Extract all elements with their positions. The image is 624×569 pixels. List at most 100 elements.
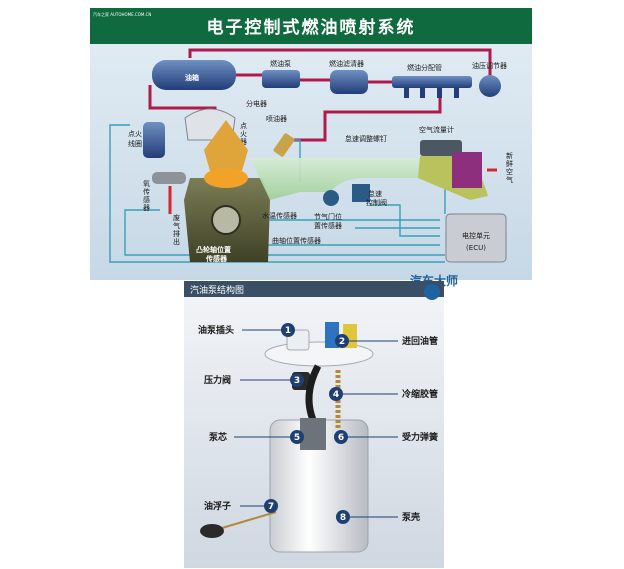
float-arm: [221, 511, 277, 529]
o2-sensor-label-1: 氧: [143, 179, 150, 188]
part-marker-1: [281, 323, 295, 337]
rail-injectors: [404, 88, 459, 98]
injector-label: 喷油器: [266, 114, 287, 123]
o2-sensor-label-2: 传: [143, 187, 150, 196]
ignition-coil-label-2: 线圈: [128, 139, 142, 148]
crank-sensor-label: 曲轴位置传感器: [272, 236, 321, 245]
return-line: [188, 48, 492, 76]
ignition-coil: [143, 122, 165, 158]
site-mark: 汽车之家 AUTOHOME.COM.CN: [93, 11, 151, 17]
throttle-position-sensor: [323, 190, 339, 206]
part-label-2: 进回油管: [402, 335, 438, 347]
air-filter-box: [452, 152, 482, 188]
idle-signal-line: [370, 204, 440, 237]
part-marker-3: [290, 373, 304, 387]
pump-header-bar: [184, 281, 444, 297]
fuel-distributor-rail: [392, 76, 472, 88]
fresh-air-label-1: 新: [506, 151, 513, 160]
exhaust-label-4: 出: [173, 237, 180, 246]
cam-sensor-label-2: 传感器: [205, 254, 228, 263]
cam-sensor-label-1: 凸轮轴位置: [196, 245, 231, 254]
part-marker-5: [290, 430, 304, 444]
o2-sensor-label-4: 器: [143, 204, 150, 212]
exhaust-label-1: 废: [173, 213, 180, 222]
ignition-coil-label-1: 点火: [128, 130, 142, 138]
injector: [273, 133, 295, 157]
part-marker-6: [334, 430, 348, 444]
part-number-5: 5: [294, 433, 300, 443]
part-marker-8: [336, 510, 350, 524]
part-number-3: 3: [294, 376, 300, 386]
exhaust-label-2: 气: [173, 221, 180, 230]
exhaust-manifold: [152, 172, 186, 184]
part-number-7: 7: [268, 502, 274, 512]
throttle-sensor-label-1: 节气门位: [314, 212, 342, 221]
part-label-4: 冷缩胶管: [402, 388, 438, 400]
idle-screw-label: 怠速调整螺钉: [345, 134, 387, 143]
part-label-8: 泵壳: [402, 511, 420, 523]
fuel-tank: [152, 60, 236, 90]
part-number-6: 6: [338, 433, 344, 443]
fuel-pump: [262, 70, 300, 88]
rail-injector: [454, 88, 459, 98]
part-number-4: 4: [333, 390, 339, 400]
brand-logo-icon: [424, 284, 440, 300]
part-labels: 油泵插头 进回油管 压力阀 冷缩胶管 泵芯 受力弹簧 油浮子 泵壳: [198, 324, 438, 523]
idle-valve-label-2: 控制阀: [366, 198, 387, 207]
part-number-1: 1: [285, 326, 291, 336]
fresh-air-label-3: 空: [506, 167, 513, 176]
air-flow-meter: [420, 140, 462, 156]
part-label-6: 受力弹簧: [402, 431, 438, 443]
part-marker-4: [329, 387, 343, 401]
water-temp-sensor-label: 水温传感器: [262, 211, 297, 220]
efi-diagram: 汽车之家 AUTOHOME.COM.CN 电子控制式燃油喷射系统 油箱 燃: [90, 8, 532, 288]
part-marker-7: [264, 499, 278, 513]
fuel-pump-label: 燃油泵: [270, 59, 291, 68]
air-flow-meter-label: 空气流量计: [419, 125, 454, 134]
callout-lines: [234, 329, 398, 518]
part-label-1: 油泵插头: [198, 324, 234, 336]
part-number-8: 8: [340, 513, 346, 523]
o2-sensor-label-3: 感: [143, 195, 150, 204]
exhaust-label-3: 排: [173, 229, 180, 238]
part-marker-2: [335, 334, 349, 348]
distributor-label: 分电器: [246, 99, 267, 108]
idle-valve-label-1: 怠速: [368, 189, 382, 198]
part-number-2: 2: [339, 337, 345, 347]
part-markers: 1 2 3 4 5 6 7 8: [264, 323, 350, 524]
throttle-sensor-label-2: 置传感器: [314, 221, 342, 230]
rail-to-injector-line: [290, 96, 442, 142]
pump-core: [300, 418, 326, 450]
o2-signal-line: [124, 209, 445, 256]
pump-diagram-header: 汽油泵结构图: [190, 284, 244, 296]
fuel-pump-diagram: 汽油泵结构图 1 2 3: [184, 281, 444, 568]
combustion-chamber: [204, 168, 248, 188]
rail-injector: [420, 88, 425, 98]
ecu-unit: [445, 213, 507, 263]
fuel-distributor-label: 燃油分配管: [407, 63, 442, 72]
rail-injector: [437, 88, 442, 98]
rail-injector: [404, 88, 409, 98]
diagram-title: 电子控制式燃油喷射系统: [207, 17, 416, 38]
spark-plug-label-1: 点: [240, 122, 247, 130]
fuel-filter-label: 燃油滤清器: [329, 59, 364, 68]
fresh-air-label-2: 鲜: [506, 159, 513, 168]
fuel-float: [200, 524, 224, 538]
spark-plug-label-2: 火: [240, 130, 247, 138]
pressure-regulator-label: 油压调节器: [472, 61, 507, 70]
fuel-filter: [330, 70, 368, 94]
fuel-tank-label: 油箱: [185, 73, 199, 82]
pressure-regulator: [479, 75, 501, 97]
part-label-3: 压力阀: [204, 374, 231, 386]
idle-control-valve: [352, 184, 370, 202]
title-bar: [90, 8, 532, 44]
intake-manifold: [250, 158, 420, 200]
spark-plug-label-3: 器: [240, 138, 247, 146]
fresh-air-label-4: 气: [506, 175, 513, 184]
crankshaft: [211, 205, 241, 235]
part-label-5: 泵芯: [209, 431, 227, 443]
cylinder-head: [204, 120, 248, 178]
part-label-7: 油浮子: [204, 500, 231, 512]
signal-lines: [109, 124, 446, 263]
